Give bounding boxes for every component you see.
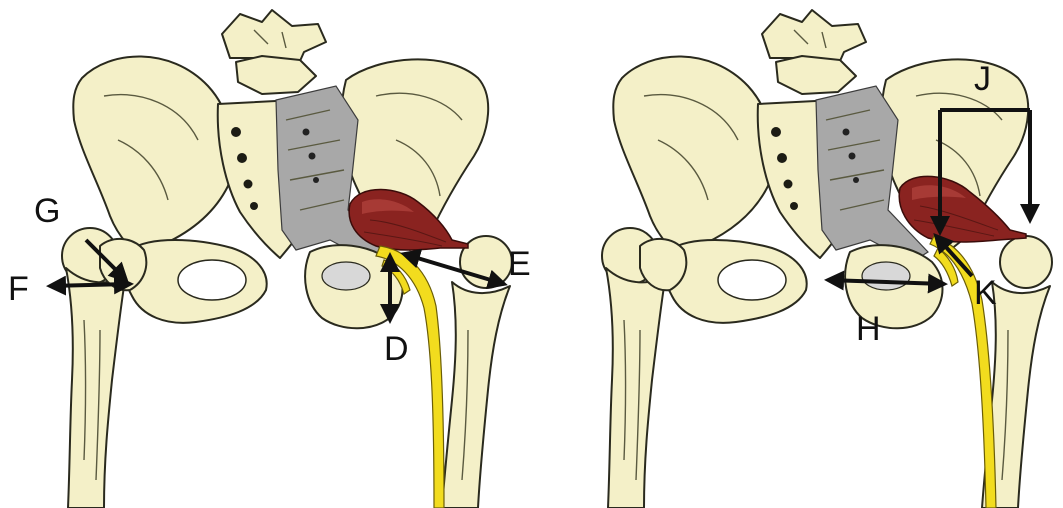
right-obturator-foramen [322, 262, 370, 290]
label-j: J [974, 60, 991, 98]
label-h: H [856, 310, 881, 348]
right-pelvis-illustration: J K H [602, 10, 1052, 508]
piriformis-muscle [349, 190, 468, 251]
label-g: G [34, 192, 60, 230]
label-k: K [974, 274, 997, 312]
label-f: F [8, 270, 29, 308]
left-obturator-foramen [178, 260, 246, 300]
left-femur [62, 228, 146, 508]
lumbar-vertebra [222, 10, 326, 94]
piriformis-muscle [899, 176, 1026, 242]
label-d: D [384, 330, 409, 368]
arrow-f [50, 284, 130, 286]
label-e: E [508, 245, 531, 283]
left-obturator-foramen [718, 260, 786, 300]
left-pelvis-illustration: G F E D [8, 10, 531, 508]
right-obturator-foramen [862, 262, 910, 290]
left-femur [602, 228, 686, 508]
lumbar-vertebra [762, 10, 866, 94]
